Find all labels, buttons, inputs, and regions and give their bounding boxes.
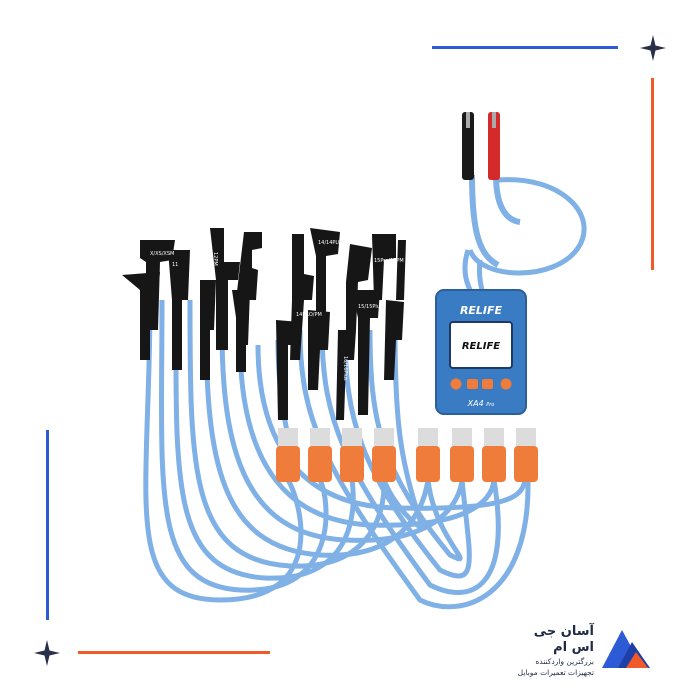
cable-label: 14PRO/PM xyxy=(296,312,322,318)
xa4-device: RELIFE RELIFE XA4 Pro xyxy=(435,289,527,415)
store-tagline: بزرگترین واردکننده xyxy=(535,657,594,666)
usb-connector xyxy=(514,428,538,482)
cable-label: X/XS/XSM xyxy=(150,251,174,257)
red-banana-plug xyxy=(488,112,500,180)
usb-connector xyxy=(372,428,396,482)
device-screen xyxy=(449,321,513,369)
sparkle-icon xyxy=(640,35,666,61)
store-text: آسان جی اس ام بزرگترین واردکننده تجهیزات… xyxy=(508,624,594,678)
cable-label-group: X/XS/XSM 8/8P 11 12PM 14/14PLUS 15Pro/15… xyxy=(128,240,404,381)
sparkle-icon xyxy=(34,640,60,666)
cable-label: 8/8P xyxy=(128,294,139,300)
cable-label: 14/14PLUS xyxy=(318,240,345,246)
cable-label: 11 xyxy=(172,262,178,268)
usb-connectors xyxy=(276,428,538,482)
screen-logo: RELIFE xyxy=(462,341,500,352)
left-blue-line xyxy=(46,430,49,620)
cable-label: 12PM xyxy=(212,252,218,266)
power-button xyxy=(500,378,512,390)
usb-connector xyxy=(416,428,440,482)
store-tagline: تجهیزات تعمیرات موبایل xyxy=(517,668,594,677)
usb-connector xyxy=(340,428,364,482)
usb-connector xyxy=(450,428,474,482)
store-branding: آسان جی اس ام بزرگترین واردکننده تجهیزات… xyxy=(508,624,658,677)
device-brand: RELIFE xyxy=(460,304,503,317)
bottom-orange-line xyxy=(78,651,270,654)
cable-label: 15/15Plus xyxy=(358,304,383,310)
top-blue-line xyxy=(432,46,618,49)
store-logo-icon xyxy=(602,630,650,668)
store-name: آسان جی اس ام xyxy=(533,624,594,655)
black-banana-plug xyxy=(462,112,474,180)
usb-connector xyxy=(276,428,300,482)
device-button xyxy=(467,379,478,389)
device-model: XA4 Pro xyxy=(467,399,495,408)
flex-tips xyxy=(122,228,406,420)
usb-connector xyxy=(482,428,506,482)
device-button xyxy=(482,379,493,389)
power-button xyxy=(450,378,462,390)
right-orange-line xyxy=(651,78,654,270)
test-leads xyxy=(462,112,587,300)
cable-label: 15Pro/15PM xyxy=(374,258,404,264)
cable-label: 16/16Plus xyxy=(342,356,348,381)
usb-connector xyxy=(308,428,332,482)
